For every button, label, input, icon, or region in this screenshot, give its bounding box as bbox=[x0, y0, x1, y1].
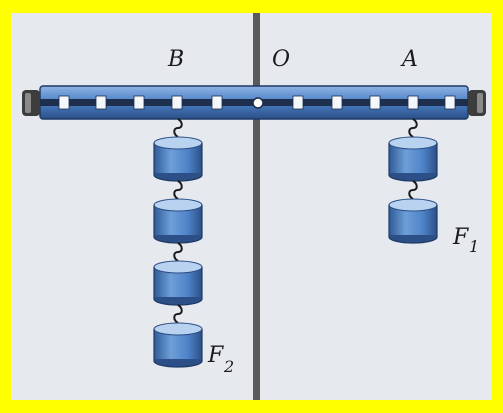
label-force-2: F 2 bbox=[207, 343, 234, 376]
weights-stack-a bbox=[388, 118, 438, 244]
lever-slot bbox=[407, 95, 419, 110]
label-force-1: F 1 bbox=[452, 225, 479, 256]
lever-slot bbox=[211, 95, 223, 110]
pivot-point bbox=[252, 97, 264, 109]
weights-stack-b bbox=[153, 118, 203, 368]
weight-cylinder bbox=[153, 260, 203, 306]
hook bbox=[173, 118, 183, 138]
force-1-letter: F bbox=[452, 225, 469, 250]
lever-slot bbox=[369, 95, 381, 110]
lever-slot bbox=[331, 95, 343, 110]
lever-slot bbox=[133, 95, 145, 110]
hook bbox=[173, 242, 183, 262]
lever-slots bbox=[58, 95, 456, 110]
lever-bar bbox=[39, 85, 469, 120]
weight-cylinder bbox=[388, 198, 438, 244]
support-rod bbox=[253, 13, 260, 400]
weight-cylinder bbox=[153, 136, 203, 182]
label-point-a: A bbox=[400, 47, 418, 72]
hook bbox=[173, 180, 183, 200]
label-point-b: B bbox=[167, 47, 184, 72]
lever-slot bbox=[95, 95, 107, 110]
label-point-o: O bbox=[272, 47, 290, 72]
force-2-letter: F bbox=[207, 343, 224, 368]
lever-slot bbox=[171, 95, 183, 110]
hook bbox=[173, 304, 183, 324]
lever-slot bbox=[58, 95, 70, 110]
weight-cylinder bbox=[153, 198, 203, 244]
force-1-index: 1 bbox=[469, 237, 479, 256]
left-end-knob bbox=[22, 90, 40, 116]
hook bbox=[408, 118, 418, 138]
lever-slot bbox=[444, 95, 456, 110]
weight-cylinder bbox=[388, 136, 438, 182]
hook bbox=[408, 180, 418, 200]
force-2-index: 2 bbox=[223, 357, 234, 376]
lever-slot bbox=[292, 95, 304, 110]
right-end-knob bbox=[468, 90, 486, 116]
weight-cylinder bbox=[153, 322, 203, 368]
